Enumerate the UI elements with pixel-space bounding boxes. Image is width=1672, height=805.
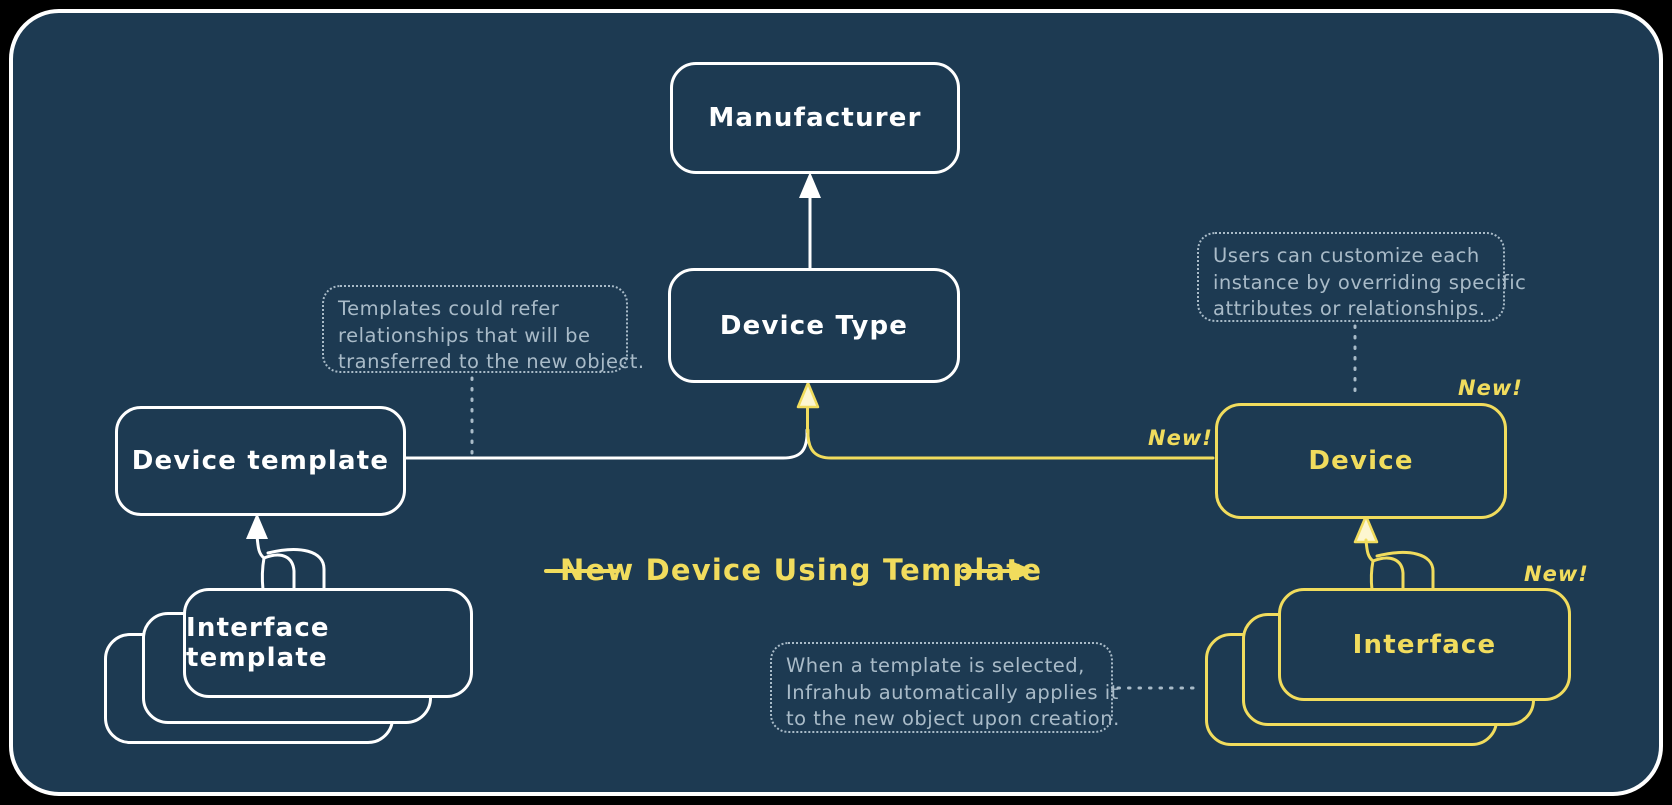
node-interface-template-label: Interface template — [186, 613, 330, 673]
flow-label: New Device Using Template — [560, 553, 1043, 587]
node-device-type-label: Device Type — [719, 310, 909, 341]
node-manufacturer-label: Manufacturer — [708, 103, 922, 133]
note-templates-line: Templates could refer — [338, 297, 560, 320]
new-badge-device: New! — [1458, 376, 1523, 400]
node-manufacturer: Manufacturer — [670, 62, 960, 174]
note-customize-line: instance by overriding specific — [1213, 270, 1527, 294]
node-device-template: Device template — [115, 406, 406, 516]
node-device: Device — [1215, 403, 1507, 519]
note-templates: Templates could refer relationships that… — [322, 285, 645, 374]
node-device-label: Device — [1308, 446, 1414, 476]
note-templates-line: transferred to the new object. — [338, 350, 645, 374]
node-interface-label: Interface — [1352, 629, 1497, 660]
node-interface-template: Interface template — [183, 588, 473, 698]
note-apply: When a template is selected, Infrahub au… — [770, 642, 1120, 733]
node-interface: Interface — [1278, 588, 1571, 701]
new-badge-interface: New! — [1524, 562, 1589, 586]
new-badge-device-connector: New! — [1148, 426, 1213, 450]
note-templates-line: relationships that will be — [338, 323, 591, 347]
note-apply-line: to the new object upon creation. — [786, 707, 1120, 731]
note-customize-line: attributes or relationships. — [1213, 297, 1486, 321]
node-device-type: Device Type — [668, 268, 960, 383]
note-customize-line: Users can customize each — [1213, 244, 1480, 267]
node-device-template-label: Device template — [131, 446, 390, 476]
note-customize: Users can customize each instance by ove… — [1197, 232, 1527, 322]
note-apply-line: When a template is selected, — [786, 654, 1085, 677]
note-apply-line: Infrahub automatically applies it — [786, 680, 1119, 704]
